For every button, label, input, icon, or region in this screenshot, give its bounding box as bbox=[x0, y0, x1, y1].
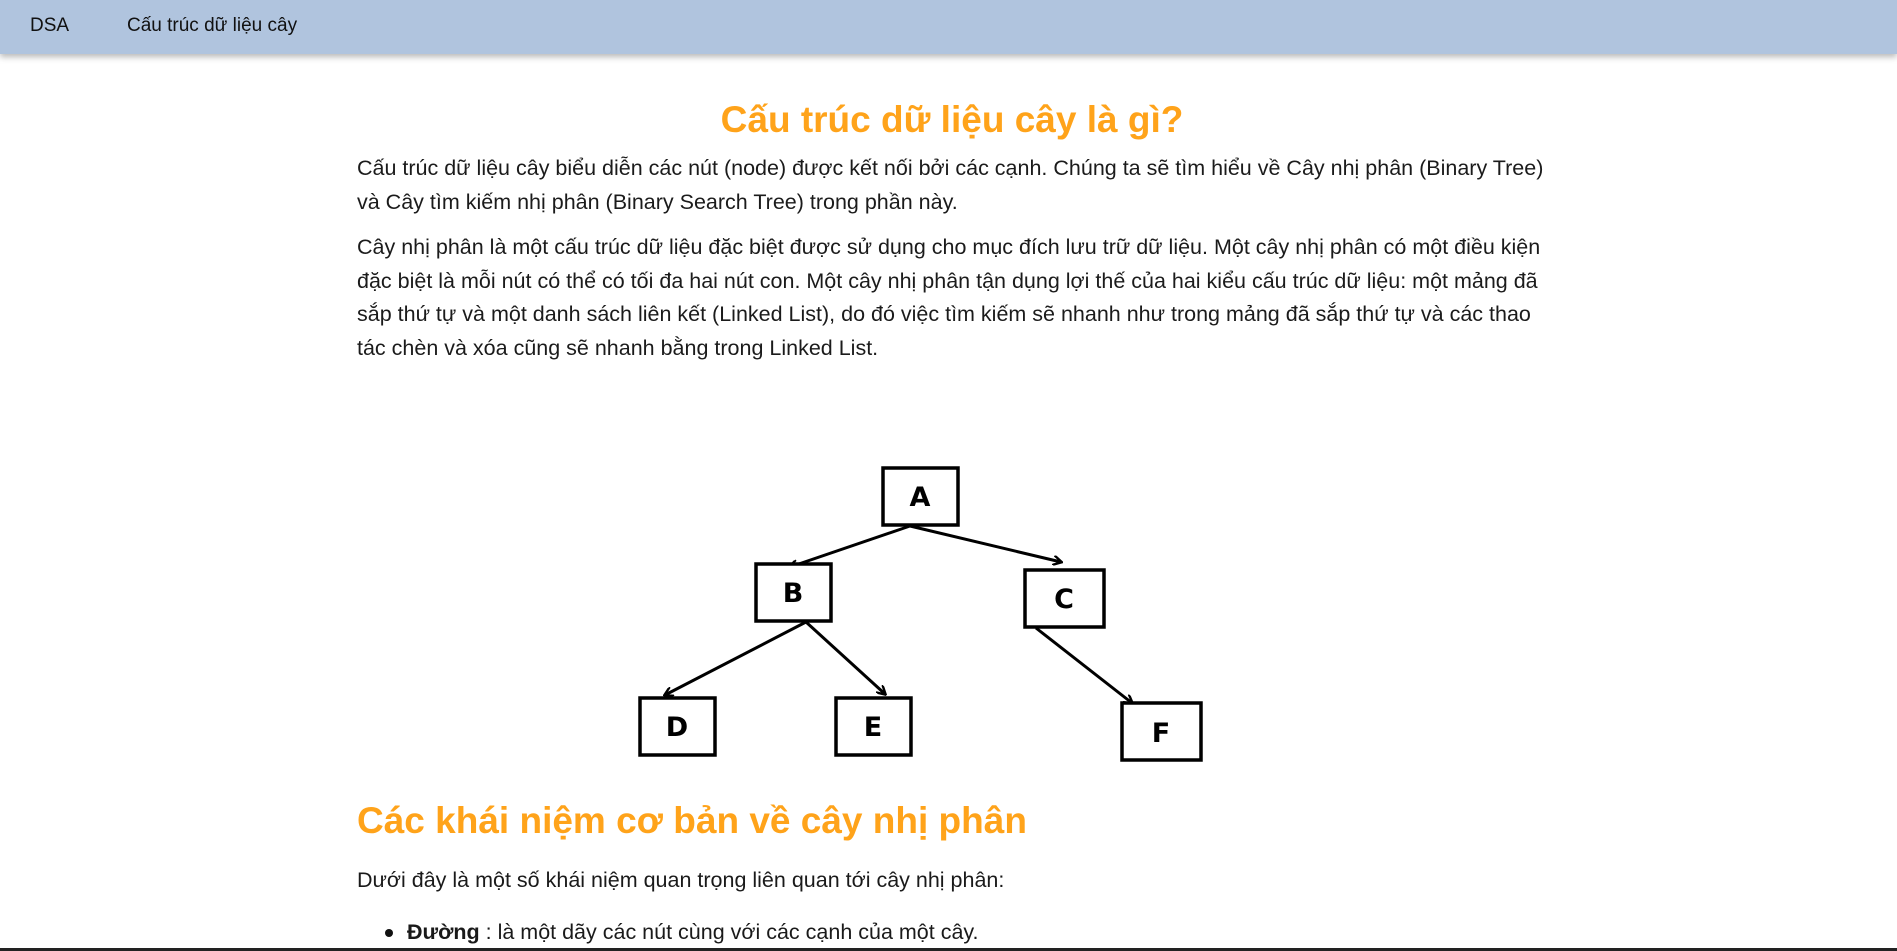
node-b-label: B bbox=[783, 578, 804, 609]
edge-b-d bbox=[665, 620, 807, 695]
section-heading-basic-concepts: Các khái niệm cơ bản về cây nhị phân bbox=[357, 800, 1027, 841]
tree-diagram-svg: A B C D E F bbox=[638, 466, 1203, 762]
edge-b-e bbox=[804, 620, 885, 694]
binary-tree-paragraph: Cây nhị phân là một cấu trúc dữ liệu đặc… bbox=[357, 235, 1541, 360]
node-d-label: D bbox=[666, 712, 688, 743]
node-a-label: A bbox=[910, 482, 931, 513]
node-e-label: E bbox=[864, 712, 882, 743]
edge-a-c bbox=[909, 524, 1061, 562]
concept-description: : là một dãy các nút cùng với các cạnh c… bbox=[479, 920, 979, 944]
tree-node-e: E bbox=[834, 696, 913, 757]
nav-link-tree[interactable]: Cấu trúc dữ liệu cây bbox=[127, 15, 298, 36]
section-intro: Dưới đây là một số khái niệm quan trọng … bbox=[357, 868, 1005, 892]
main-content: Cấu trúc dữ liệu cây là gì? Cấu trúc dữ … bbox=[357, 54, 1547, 944]
list-item: Đường : là một dãy các nút cùng với các … bbox=[357, 916, 1547, 949]
intro-paragraph: Cấu trúc dữ liệu cây biểu diễn các nút (… bbox=[357, 156, 1544, 214]
nav-brand-link[interactable]: DSA bbox=[30, 15, 70, 36]
node-f-label: F bbox=[1152, 718, 1170, 749]
tree-node-b: B bbox=[754, 562, 833, 623]
page-title: Cấu trúc dữ liệu cây là gì? bbox=[720, 99, 1184, 140]
concept-term: Đường bbox=[407, 920, 480, 944]
top-navbar: DSA Cấu trúc dữ liệu cây bbox=[0, 0, 1897, 54]
edge-a-b bbox=[790, 524, 911, 567]
tree-node-c: C bbox=[1023, 568, 1106, 629]
concept-list: Đường : là một dãy các nút cùng với các … bbox=[357, 916, 1547, 949]
bottom-edge-line bbox=[0, 948, 1897, 951]
edge-c-f bbox=[1035, 626, 1132, 703]
tree-diagram: A B C D E F bbox=[357, 404, 1547, 784]
node-c-label: C bbox=[1054, 584, 1074, 615]
tree-node-f: F bbox=[1120, 701, 1203, 762]
tree-node-d: D bbox=[638, 696, 717, 757]
tree-node-a: A bbox=[881, 466, 960, 527]
